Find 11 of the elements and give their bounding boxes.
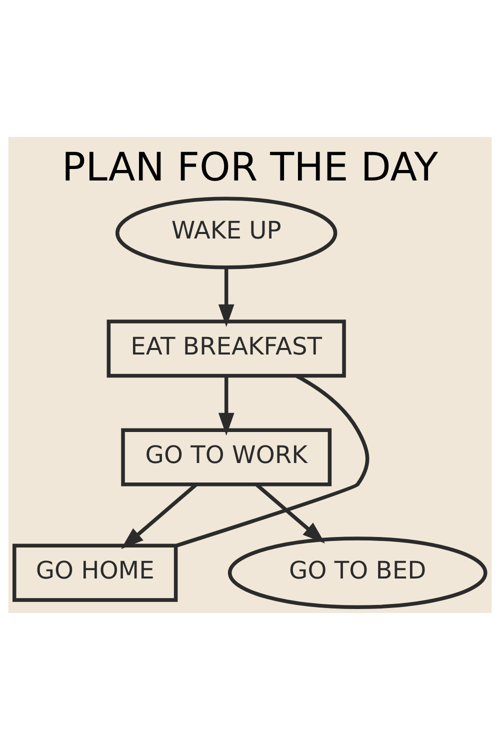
node-ellipse: WAKE UP — [115, 196, 338, 270]
arrow — [218, 268, 234, 327]
arrow — [218, 376, 234, 436]
node-ellipse: GO TO BED — [228, 536, 488, 610]
node-box: EAT BREAKFAST — [106, 320, 346, 378]
arrow — [121, 483, 198, 550]
node-box: GO TO WORK — [121, 428, 332, 486]
diagram-title: PLAN FOR THE DAY — [62, 145, 438, 190]
arrow — [256, 483, 326, 544]
node-box: GO HOME — [12, 544, 178, 602]
connector — [176, 374, 370, 548]
